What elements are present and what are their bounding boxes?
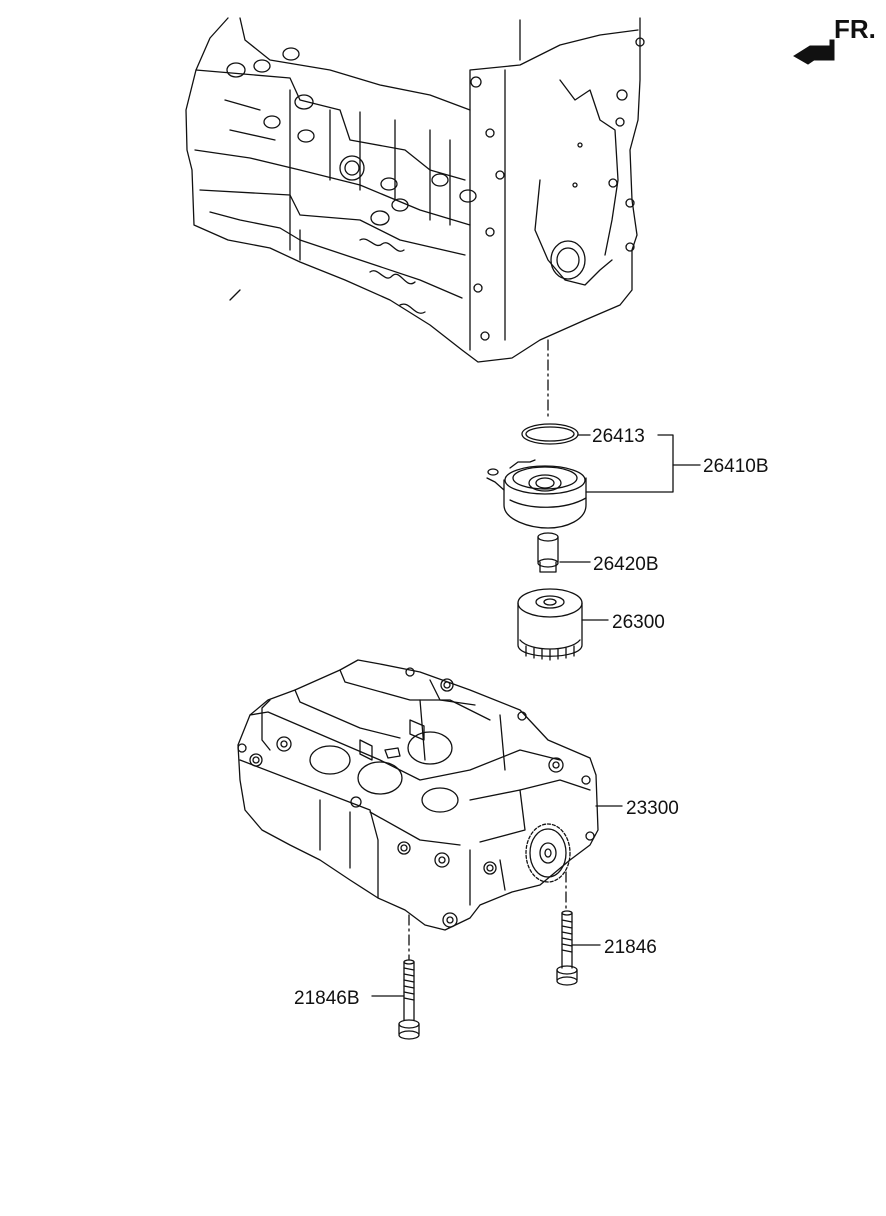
oil-cooler-26410B-part (486, 459, 587, 529)
bolt-21846B-part (398, 959, 420, 1040)
leader-26410B-bracket (585, 434, 674, 493)
oring-26413-part (521, 423, 579, 445)
leader-lines (371, 434, 701, 997)
label-21846: 21846 (604, 937, 657, 958)
oil-filter-26300-part (517, 588, 583, 661)
label-26300: 26300 (612, 612, 665, 633)
balance-shaft-module-23300-part (237, 659, 599, 931)
label-23300: 23300 (626, 798, 679, 819)
engine-block (185, 17, 645, 363)
label-26410B: 26410B (703, 456, 769, 477)
label-26413: 26413 (592, 426, 645, 447)
front-direction-label: FR. (834, 14, 876, 44)
front-direction-arrow-icon (793, 39, 835, 65)
label-21846B: 21846B (294, 988, 360, 1009)
label-26420B: 26420B (593, 554, 659, 575)
bolt-21846-part (556, 910, 578, 986)
part-labels: 26413 26410B 26420B 26300 23300 21846 21… (294, 426, 769, 1009)
front-direction-marker: FR. (793, 14, 876, 65)
fitting-26420B-part (537, 532, 559, 573)
